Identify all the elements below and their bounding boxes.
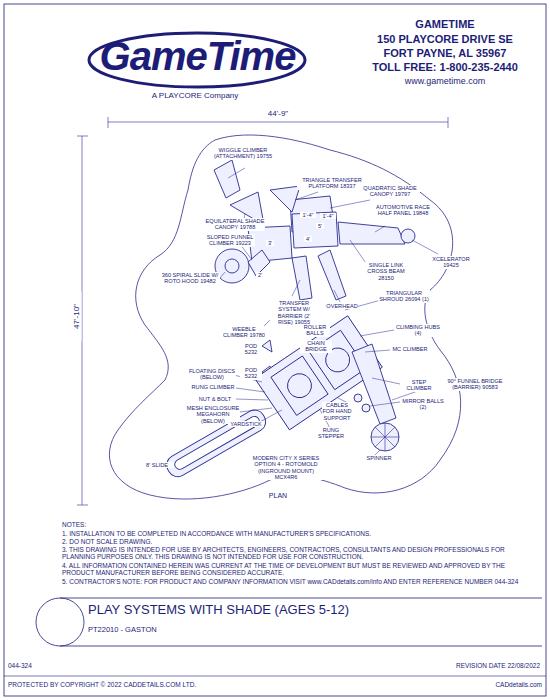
part-label: WEEBLE CLIMBER 19780	[222, 326, 266, 339]
part-label: AUTOMOTIVE RACE HALF PANEL 19848	[372, 204, 434, 217]
part-label: NUT & BOLT	[194, 396, 236, 402]
part-label: 90° FUNNEL BRIDGE (BARRIER) 90583	[440, 378, 510, 391]
drawing-text: 044-324	[8, 662, 68, 669]
part-label: 1'-4"	[300, 212, 316, 218]
drawing-text: A PLAYCORE Company	[120, 92, 270, 101]
spiral-slide	[215, 249, 249, 283]
funnel-bridge	[352, 344, 396, 424]
logo-text: GameTime	[95, 36, 300, 76]
drawing-text: TOLL FREE: 1-800-235-2440	[350, 61, 540, 73]
part-label: RUNG STEPPER	[314, 427, 348, 440]
drawing-text: REVISION DATE 22/08/2022	[380, 662, 540, 669]
triangle-platform	[270, 186, 300, 212]
part-label: YARDSTICK	[228, 421, 264, 427]
part-label: RUNG CLIMBER	[190, 384, 236, 390]
pod	[262, 340, 272, 352]
part-label: ROLLER BALLS	[300, 324, 330, 337]
drawing-text: GAMETIME	[350, 18, 540, 30]
dimension-lines	[77, 117, 448, 505]
part-label: 4'	[304, 236, 312, 242]
part-label: 8' SLIDE	[140, 462, 174, 468]
overhead	[318, 250, 346, 300]
leader-lines	[220, 168, 438, 455]
part-label: TRANSFER SYSTEM W/ BARRIER (2' RISE) 190…	[270, 300, 318, 325]
mirror-ball	[354, 394, 362, 402]
part-label: QUADRATIC SHADE CANOPY 19797	[360, 185, 420, 198]
drawing-text: PROTECTED BY COPYRIGHT © 2022 CADDETAILS…	[8, 681, 308, 688]
part-label: MIRROR BALLS (2)	[400, 398, 446, 411]
drawing-text: NOTES:	[62, 521, 122, 528]
part-label: SINGLE LINK CROSS BEAM 28150	[360, 262, 412, 281]
part-label: 5'	[316, 223, 324, 229]
page-border	[4, 4, 546, 696]
part-label: CABLES FOR HAND SUPPORT	[322, 402, 352, 421]
drawing-text: FORT PAYNE, AL 35967	[350, 47, 540, 59]
xcelerator	[338, 222, 405, 244]
part-label: POD 5232	[240, 343, 262, 356]
drawing-text: PLAN	[262, 492, 294, 500]
xcelerator-end	[401, 229, 415, 243]
part-label: STEP CLIMBER	[400, 379, 438, 392]
part-label: XCELERATOR 19425	[425, 256, 477, 269]
wiggle-climber	[214, 160, 240, 198]
spinner	[371, 423, 399, 451]
part-label: 3'	[266, 240, 274, 246]
use-zone-outline	[109, 135, 460, 499]
mirror-ball	[362, 404, 370, 412]
part-label: CLIMBING HUBS (4)	[394, 324, 442, 337]
drawing-text: www.gametime.com	[350, 76, 540, 86]
part-label: WIGGLE CLIMBER (ATTACHMENT) 19755	[212, 147, 274, 160]
part-label: TRIANGULAR SHROUD 26094 (1)	[378, 290, 430, 303]
part-label: EQUILATERAL SHADE CANOPY 19788	[205, 218, 265, 231]
part-label: FLOATING DISCS (BELOW)	[188, 368, 236, 381]
drawing-text: 5. CONTRACTOR'S NOTE: FOR PRODUCT AND CO…	[62, 578, 532, 585]
part-label: MC CLIMBER	[390, 346, 430, 352]
drawing-text: 1. INSTALLATION TO BE COMPLETED IN ACCOR…	[62, 530, 532, 537]
drawing-text: CADdetails.com	[400, 681, 542, 688]
part-label: 2'	[256, 272, 264, 278]
part-label: TRIANGLE TRANSFER PLATFORM 18337	[297, 177, 367, 190]
logo-oval	[89, 33, 305, 87]
drawing-text: 4. ALL INFORMATION CONTAINED HEREIN WAS …	[62, 562, 532, 577]
part-label: 1'-4"	[320, 213, 336, 219]
drawing-text: 47'-10"	[73, 291, 82, 341]
deck	[292, 212, 338, 248]
part-label: SPINNER	[362, 455, 396, 461]
part-label: 360 SPIRAL SLIDE W/ ROTO HOOD 19482	[160, 272, 220, 285]
part-label: POD 5232	[240, 367, 262, 380]
part-label: OVERHEAD	[326, 303, 358, 309]
drawing-text: 2. DO NOT SCALE DRAWING.	[62, 538, 532, 545]
drawing-title: PLAY SYSTEMS WITH SHADE (AGES 5-12)	[88, 603, 528, 618]
part-label: CHAIN BRIDGE	[300, 340, 332, 353]
part-label: MODERN CITY X SERIES OPTION 4 - ROTOMOLD…	[246, 455, 326, 480]
drawing-text: 150 PLAYCORE DRIVE SE	[350, 33, 540, 45]
drawing-text: PT22010 - GASTON	[88, 626, 288, 634]
part-label: SLOPED FUNNEL CLIMBER 19223	[205, 234, 255, 247]
transfer-system	[292, 256, 312, 300]
drawing-text: 3. THIS DRAWING IS INTENDED FOR USE BY A…	[62, 546, 532, 561]
drawing-text: 44'-9"	[256, 110, 300, 119]
